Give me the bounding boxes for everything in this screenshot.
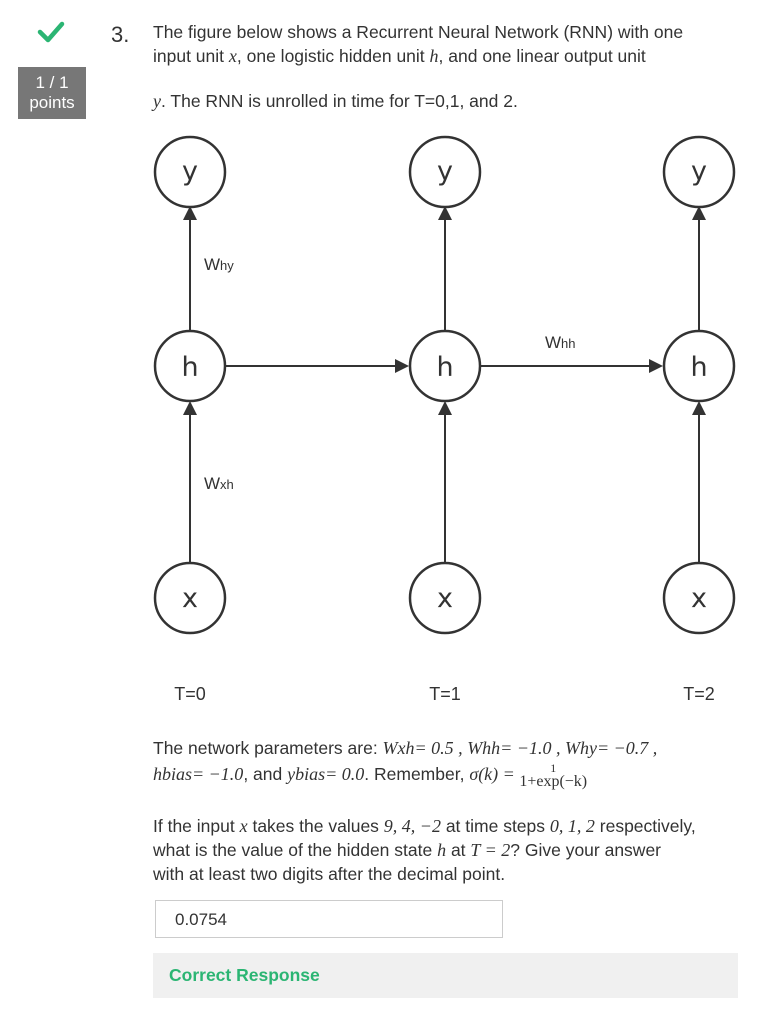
node-y-t1-label: y [437,156,453,187]
var-h: h [429,46,439,66]
time-label-t2: T=2 [683,684,715,704]
node-h-t1 [408,329,482,403]
ask-values: 9, 4, −2 [383,816,441,836]
question-line3: . The RNN is unrolled in time for T=0,1,… [161,91,518,111]
ask-d: respectively, [594,816,696,836]
node-y-t2 [662,135,736,209]
sigma-formula: σ(k) = [469,764,520,784]
node-y-t0-label: y [182,156,198,187]
node-h-t0 [153,329,227,403]
fraction-numerator: 1 [550,761,557,776]
node-x-t0 [153,561,227,635]
time-label-t1: T=1 [429,684,461,704]
question-line1: The figure below shows a Recurrent Neura… [153,22,684,42]
ask-g: ? Give your answer [510,840,662,860]
ask-t: T = 2 [470,840,511,860]
ask-line3: with at least two digits after the decim… [153,864,506,884]
feedback-text: Correct Response [169,965,320,985]
weight-label-whh: Whh [545,333,576,352]
param-why: Why= −0.7 , [564,738,658,758]
ask-e: what is the value of the hidden state [153,840,438,860]
node-y-t1 [408,135,482,209]
node-x-t0-label: x [182,583,198,614]
node-x-t2-label: x [691,583,707,614]
question-line2-a: input unit [153,46,229,66]
time-label-t0: T=0 [174,684,206,704]
param-ybias: ybias= 0.0 [287,764,365,784]
param-hbias: hbias= −1.0 [153,764,244,784]
var-y: y [153,91,161,111]
score-unit: points [29,93,75,112]
weight-label-wxh: Wxh [204,474,234,493]
feedback-box: Correct Response [153,953,738,998]
question-number: 3. [111,22,130,47]
ask-c: at time steps [440,816,550,836]
node-x-t2 [662,561,736,635]
network-parameters: The network parameters are: Wxh= 0.5 , W… [153,735,753,791]
question-text: The figure below shows a Recurrent Neura… [153,20,743,113]
question-line2-b: , one logistic hidden unit [236,46,430,66]
params-and: , and [243,764,288,784]
answer-input[interactable]: 0.0754 [155,900,503,938]
question-line2-c: , and one linear output unit [438,46,646,66]
score-badge: 1 / 1 points [18,67,86,119]
ask-var-h: h [437,840,447,860]
ask-f: at [446,840,471,860]
params-remember: . Remember, [364,764,470,784]
node-x-t1-label: x [437,583,453,614]
node-x-t1 [408,561,482,635]
node-h-t2-label: h [690,352,707,383]
param-whh: Whh= −1.0 , [467,738,565,758]
score-value: 1 / 1 [35,73,69,92]
node-h-t2 [662,329,736,403]
var-x: x [228,46,237,66]
params-prefix: The network parameters are: [153,738,383,758]
param-wxh: Wxh= 0.5 , [382,738,468,758]
ask-a: If the input [153,816,240,836]
node-y-t0 [153,135,227,209]
fraction-denominator: 1+exp(−k) [519,773,588,791]
ask-b: takes the values [247,816,384,836]
ask-var-x: x [239,816,248,836]
node-y-t2-label: y [691,156,707,187]
node-h-t0-label: h [181,352,198,383]
question-prompt: If the input x takes the values 9, 4, −2… [153,814,743,886]
check-icon [37,21,65,43]
rnn-diagram: y h x y h x y h x Why Wxh Whh T=0 T=1 T=… [153,135,736,704]
node-h-t1-label: h [436,352,453,383]
weight-label-why: Why [204,255,234,274]
ask-steps: 0, 1, 2 [549,816,595,836]
